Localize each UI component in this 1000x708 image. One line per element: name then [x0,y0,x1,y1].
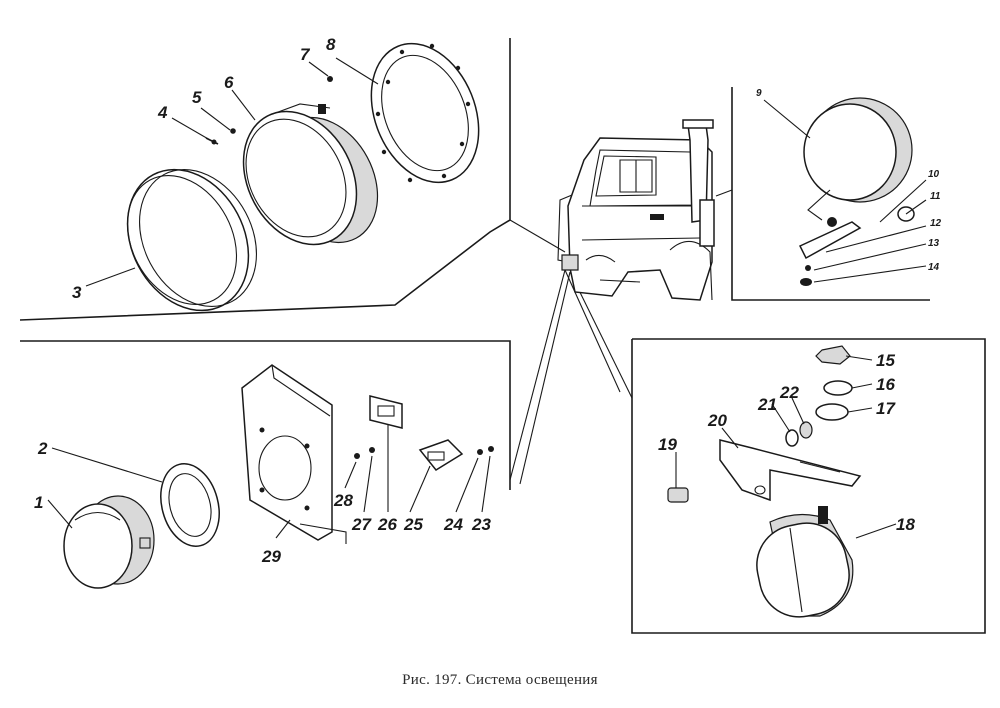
callout-5: 5 [192,88,202,107]
callout-17: 17 [876,399,896,418]
figure-caption: Рис. 197. Система освещения [402,672,598,688]
plate-26 [369,395,403,429]
callout-29: 29 [261,547,281,566]
nut-15 [815,345,851,365]
washer-16 [823,380,853,396]
fog-lamp-18 [756,506,854,618]
callout-8: 8 [326,35,336,54]
callout-28: 28 [333,491,353,510]
callout-23: 23 [471,515,491,534]
headlight-ring-8 [370,42,480,184]
callout-2: 2 [37,439,48,458]
callout-4: 4 [157,103,168,122]
headlight-rim-3 [126,168,257,312]
callout-3: 3 [72,283,82,302]
cab-lamp-9 [798,97,913,260]
callout-7: 7 [300,45,311,64]
fog-lamp-bracket-20 [719,439,862,502]
lamp-bracket-29 [241,364,347,544]
callout-15: 15 [876,351,895,370]
callout-leaders [47,57,927,539]
callout-6: 6 [224,73,234,92]
callout-11: 11 [930,191,941,202]
callout-13: 13 [928,238,940,249]
callout-9: 9 [756,88,762,99]
callout-1: 1 [34,493,43,512]
callout-20: 20 [707,411,727,430]
nut-21 [785,429,799,447]
callout-22: 22 [779,383,799,402]
headlight-unit-6 [242,103,379,246]
callout-16: 16 [876,375,895,394]
washer-22 [799,421,813,439]
callout-10: 10 [928,169,940,180]
headlight-panel-frame [19,38,511,321]
rear-lamp-1 [63,495,155,589]
callout-12: 12 [930,218,942,229]
callout-19: 19 [658,435,677,454]
washer-5 [230,128,236,134]
bolt-19 [667,487,689,503]
cab-lamp-panel-frame [731,87,930,301]
callout-21: 21 [757,395,777,414]
callout-26: 26 [377,515,397,534]
small-parts-23-24-27-28 [354,446,494,459]
callout-18: 18 [896,515,915,534]
truck-cab-drawing [557,119,715,301]
callout-labels: 3 4 5 6 7 8 9 10 11 12 13 14 1 2 29 28 2… [34,35,942,566]
panel-connector-lines [509,189,733,485]
washer-17 [815,403,849,421]
callout-27: 27 [351,515,372,534]
callout-24: 24 [443,515,463,534]
connector-25 [418,439,464,471]
nut-7 [327,76,333,82]
callout-14: 14 [928,262,940,273]
fog-lamp-panel-frame [631,338,986,634]
rear-lamp-panel-frame [20,340,511,490]
callout-25: 25 [403,515,423,534]
lamp-gasket-2 [160,463,220,547]
